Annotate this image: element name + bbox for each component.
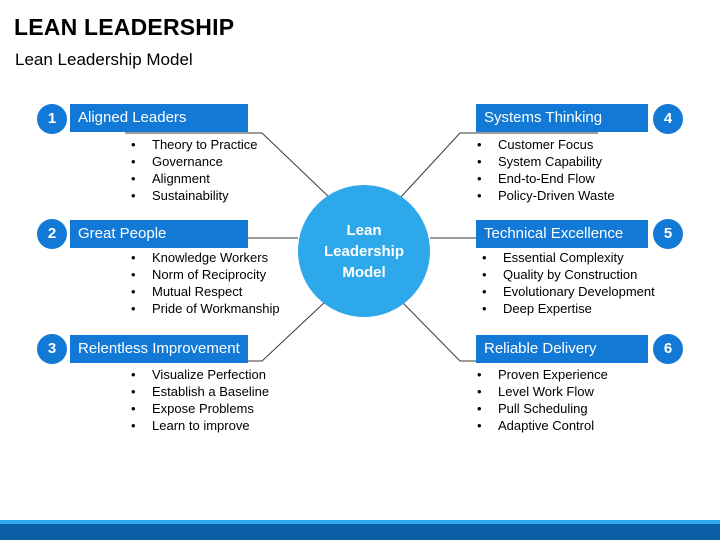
bullet-list-4: Customer Focus System Capability End-to-… xyxy=(475,136,615,204)
list-item: Expose Problems xyxy=(129,400,269,417)
list-item: Policy-Driven Waste xyxy=(475,187,615,204)
list-item: Adaptive Control xyxy=(475,417,608,434)
list-item: Customer Focus xyxy=(475,136,615,153)
number-badge-1: 1 xyxy=(37,104,67,134)
list-item: Pull Scheduling xyxy=(475,400,608,417)
list-item: Norm of Reciprocity xyxy=(129,266,280,283)
list-item: Pride of Workmanship xyxy=(129,300,280,317)
list-item: System Capability xyxy=(475,153,615,170)
list-item: Sustainability xyxy=(129,187,258,204)
list-item: Governance xyxy=(129,153,258,170)
connector-line-1 xyxy=(125,132,331,199)
footer-band xyxy=(0,524,720,540)
number-badge-6: 6 xyxy=(653,334,683,364)
pillar-reliable-delivery: Reliable Delivery xyxy=(476,335,648,363)
list-item: Evolutionary Development xyxy=(480,283,655,300)
bullet-list-2: Knowledge Workers Norm of Reciprocity Mu… xyxy=(129,249,280,317)
bullet-list-5: Essential Complexity Quality by Construc… xyxy=(480,249,655,317)
pillar-great-people: Great People xyxy=(70,220,248,248)
pillar-relentless-improvement: Relentless Improvement xyxy=(70,335,248,363)
connector-line-4 xyxy=(399,132,598,199)
list-item: Alignment xyxy=(129,170,258,187)
hub-circle: Lean Leadership Model xyxy=(298,185,430,317)
list-item: Level Work Flow xyxy=(475,383,608,400)
footer-accent-stripe xyxy=(0,520,720,524)
list-item: Essential Complexity xyxy=(480,249,655,266)
list-item: Theory to Practice xyxy=(129,136,258,153)
pillar-systems-thinking: Systems Thinking xyxy=(476,104,648,132)
list-item: Mutual Respect xyxy=(129,283,280,300)
list-item: Establish a Baseline xyxy=(129,383,269,400)
bullet-list-3: Visualize Perfection Establish a Baselin… xyxy=(129,366,269,434)
bullet-list-6: Proven Experience Level Work Flow Pull S… xyxy=(475,366,608,434)
number-badge-3: 3 xyxy=(37,334,67,364)
number-badge-5: 5 xyxy=(653,219,683,249)
pillar-aligned-leaders: Aligned Leaders xyxy=(70,104,248,132)
list-item: Learn to improve xyxy=(129,417,269,434)
list-item: Deep Expertise xyxy=(480,300,655,317)
list-item: Quality by Construction xyxy=(480,266,655,283)
pillar-technical-excellence: Technical Excellence xyxy=(476,220,648,248)
number-badge-2: 2 xyxy=(37,219,67,249)
page-title: LEAN LEADERSHIP xyxy=(14,14,235,40)
number-badge-4: 4 xyxy=(653,104,683,134)
list-item: Knowledge Workers xyxy=(129,249,280,266)
list-item: Proven Experience xyxy=(475,366,608,383)
page-subtitle: Lean Leadership Model xyxy=(15,50,193,69)
list-item: End-to-End Flow xyxy=(475,170,615,187)
list-item: Visualize Perfection xyxy=(129,366,269,383)
hub-label: Lean Leadership Model xyxy=(323,221,405,281)
bullet-list-1: Theory to Practice Governance Alignment … xyxy=(129,136,258,204)
